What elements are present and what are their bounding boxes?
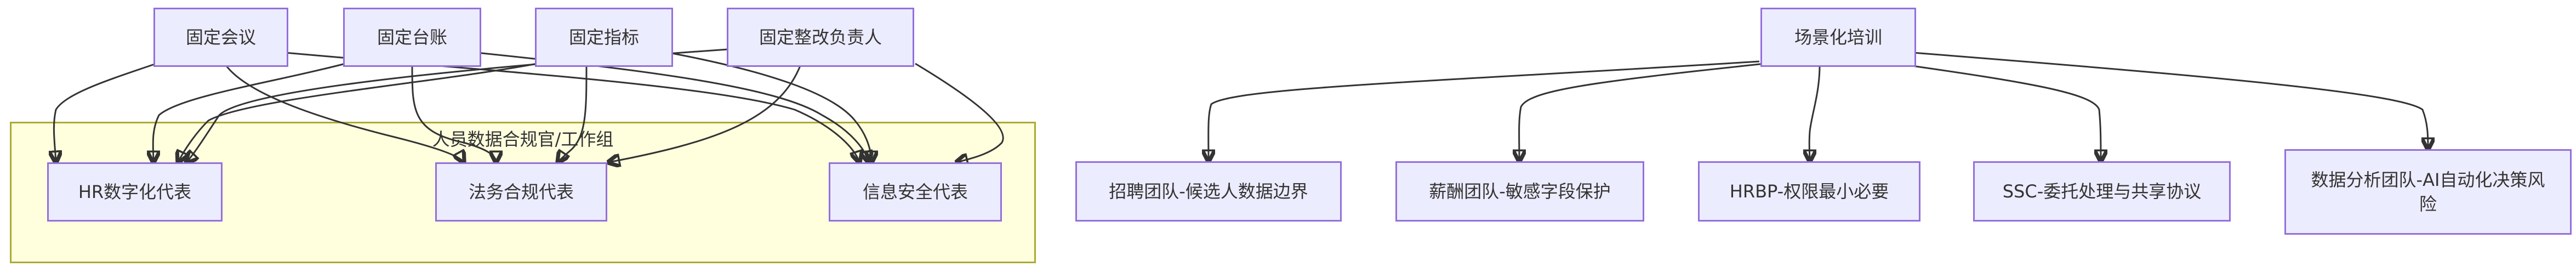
node-label: 薪酬团队-敏感字段保护 — [1429, 181, 1611, 202]
edge-owner-legal — [608, 65, 801, 162]
node-label: 固定台账 — [377, 27, 447, 48]
edge-metrics-legal — [558, 65, 588, 162]
node-data-analytics-team: 数据分析团队-AI自动化决策风险 — [2284, 149, 2572, 235]
edge-training-hrbp — [1809, 65, 1821, 161]
node-fixed-metrics: 固定指标 — [535, 8, 673, 67]
edge-metrics-infosec — [668, 52, 871, 162]
node-label: SSC-委托处理与共享协议 — [2002, 181, 2202, 202]
cluster-label: 人员数据合规官/工作组 — [432, 129, 614, 150]
edge-meeting-infosec — [284, 52, 859, 162]
node-recruitment-team: 招聘团队-候选人数据边界 — [1075, 161, 1342, 222]
node-hrbp: HRBP-权限最小必要 — [1698, 161, 1920, 222]
node-label: 固定会议 — [185, 27, 256, 48]
node-label: HR数字化代表 — [78, 182, 192, 202]
edge-ledger-hr — [153, 63, 346, 162]
node-label: 固定指标 — [568, 27, 639, 48]
edge-meeting-hr — [54, 63, 157, 162]
node-compensation-team: 薪酬团队-敏感字段保护 — [1395, 161, 1644, 222]
node-hr-digital-rep: HR数字化代表 — [47, 162, 223, 222]
node-label: 信息安全代表 — [862, 182, 968, 202]
node-fixed-meeting: 固定会议 — [153, 8, 288, 67]
node-label: HRBP-权限最小必要 — [1729, 181, 1889, 202]
edge-training-comp — [1519, 63, 1765, 161]
node-fixed-owner: 固定整改负责人 — [727, 8, 914, 67]
edge-meeting-legal — [224, 63, 464, 162]
node-infosec-rep: 信息安全代表 — [829, 162, 1002, 222]
node-ssc: SSC-委托处理与共享协议 — [1973, 161, 2231, 222]
node-label: 场景化培训 — [1794, 27, 1882, 48]
edge-ledger-legal — [411, 65, 496, 162]
edge-training-ssc — [1896, 63, 2101, 161]
node-label: 招聘团队-候选人数据边界 — [1109, 181, 1308, 202]
edge-owner-infosec — [915, 63, 1004, 162]
node-scenario-training: 场景化培训 — [1760, 8, 1916, 67]
edge-training-recruit — [1209, 60, 1760, 161]
node-label: 数据分析团队-AI自动化决策风险 — [2311, 169, 2545, 214]
node-label: 法务合规代表 — [468, 182, 574, 202]
edge-ledger-infosec — [476, 52, 869, 162]
node-fixed-ledger: 固定台账 — [343, 8, 481, 67]
edge-metrics-hr — [178, 63, 538, 162]
edge-training-analytics — [1912, 52, 2428, 149]
node-label: 固定整改负责人 — [759, 27, 882, 48]
node-legal-compliance-rep: 法务合规代表 — [435, 162, 607, 222]
